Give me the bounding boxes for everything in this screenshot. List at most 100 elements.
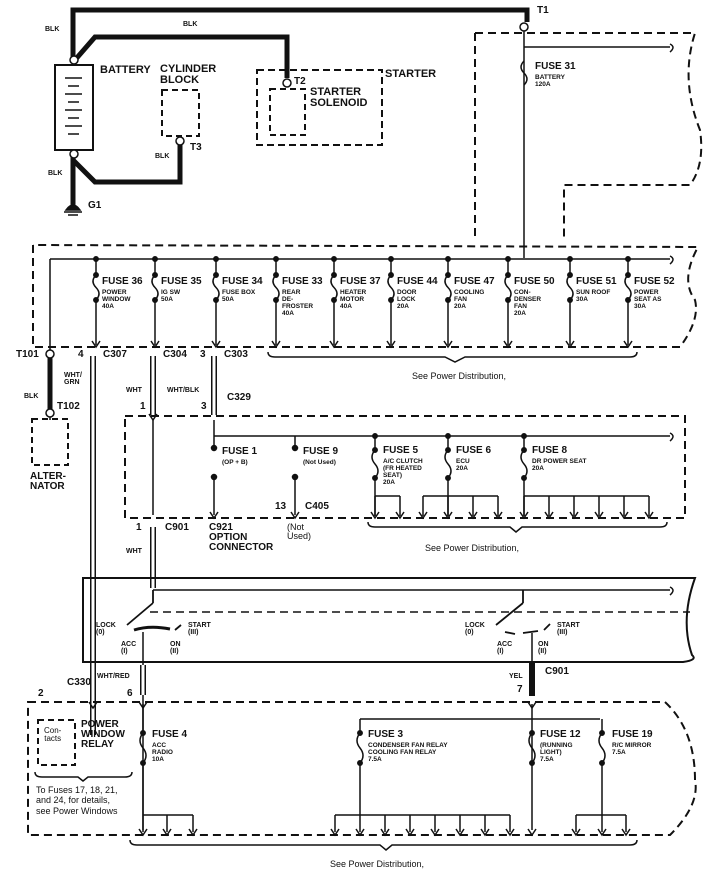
terminal-arrow (380, 828, 390, 837)
switch-left-on: ON (II) (170, 641, 181, 656)
c329-pin-1: 1 (140, 401, 146, 412)
fuse-symbol (151, 274, 159, 301)
switch-right-lock: LOCK (0) (465, 622, 485, 637)
fuse-fuse-4: FUSE 4 ACC RADIO 10A (152, 729, 188, 764)
connector-c901-bottom: C901 (545, 666, 569, 677)
fuse-fuse-1: FUSE 1 (OP + B) (222, 446, 258, 467)
ignition-switch-outline (82, 577, 697, 663)
fuse-name: FUSE 9 (303, 446, 339, 457)
ground-symbol (64, 204, 82, 216)
terminal-arrow (395, 511, 405, 520)
fuse-symbol (371, 449, 379, 479)
terminal-arrow (148, 413, 158, 422)
brace-box2 (129, 839, 638, 851)
not-used-label: (Not Used) (287, 522, 312, 541)
fuse-desc: (RUNNING LIGHT) 7.5A (540, 742, 573, 764)
wire-color-blk-alt: BLK (24, 393, 39, 400)
terminal-arrow (644, 511, 654, 520)
fuse-name: FUSE 3 (368, 729, 404, 740)
terminal-arrow (188, 828, 198, 837)
c303-pin: 3 (200, 349, 206, 360)
fuse-name: FUSE 44 (397, 276, 438, 287)
terminal-arrow (209, 511, 219, 520)
fuse-desc: ACC RADIO 10A (152, 742, 173, 764)
fuse-name: FUSE 50 (514, 276, 555, 287)
terminal-arrow (211, 340, 221, 349)
fuse-name: FUSE 37 (340, 276, 381, 287)
fuse-name: FUSE 5 (383, 445, 419, 456)
starter-solenoid-label: STARTER SOLENOID (310, 86, 368, 109)
terminal-arrow (443, 340, 453, 349)
alternator-box (31, 418, 69, 466)
terminal-arrow (544, 511, 554, 520)
fuse-symbol (520, 449, 528, 479)
terminal-arrow (290, 511, 300, 520)
terminal-arrow (138, 701, 148, 710)
cable-battery-t1 (70, 7, 530, 62)
fuse-31: FUSE 31 BATTERY 120A (535, 61, 576, 89)
fuse-desc: HEATER MOTOR 40A (340, 289, 367, 311)
brace-box1 (367, 521, 668, 533)
starter-label: STARTER (385, 68, 437, 80)
terminal-arrow (329, 340, 339, 349)
terminal-arrow (503, 340, 513, 349)
fuse-symbol (212, 274, 220, 301)
c901-pin-1: 1 (136, 522, 142, 533)
fuse-name: FUSE 1 (222, 446, 258, 457)
terminal-arrow (571, 828, 581, 837)
fuse-desc: (OP + B) (222, 459, 248, 466)
terminal-arrow (621, 828, 631, 837)
fuse-symbol (92, 274, 100, 301)
fuse-name: FUSE 4 (152, 729, 188, 740)
fuse-symbol (504, 274, 512, 301)
fuse-desc: (Not Used) (303, 459, 336, 466)
fuse-name: FUSE 12 (540, 729, 581, 740)
wire-color-blk-2: BLK (183, 21, 198, 28)
fuse-fuse-37: FUSE 37 HEATER MOTOR 40A (340, 276, 381, 311)
terminal-t2: T2 (294, 76, 306, 87)
fuse-symbol (528, 732, 536, 764)
pin-6: 6 (127, 688, 133, 699)
terminal-arrow (330, 828, 340, 837)
switch-right-on: ON (II) (538, 641, 549, 656)
terminal-arrow (565, 340, 575, 349)
wire-color-blk-1: BLK (45, 26, 60, 33)
c329-pin-3: 3 (201, 401, 207, 412)
terminal-arrow (519, 511, 529, 520)
terminal-arrow (138, 828, 148, 837)
terminal-t3: T3 (190, 142, 202, 153)
terminal-arrow (370, 511, 380, 520)
wire-color-wht-2: WHT (126, 548, 142, 555)
terminal-arrow (91, 340, 101, 349)
terminal-arrow (480, 828, 490, 837)
see-power-distribution-3: See Power Distribution, (330, 859, 425, 869)
wire-color-wht-blk: WHT/BLK (167, 387, 200, 394)
terminal-arrow (405, 828, 415, 837)
switch-right-start: START (III) (557, 622, 580, 637)
underhood-box-outline (475, 32, 703, 240)
terminal-arrow (597, 828, 607, 837)
terminal-arrow (569, 511, 579, 520)
connector-c329: C329 (227, 392, 251, 403)
terminal-t102: T102 (57, 401, 80, 412)
fuse-name: FUSE 51 (576, 276, 617, 287)
terminal-arrow (468, 511, 478, 520)
connector-c921: C921 OPTION CONNECTOR (209, 522, 274, 553)
cylinder-block-label: CYLINDER BLOCK (160, 63, 217, 86)
c405-pin: 13 (275, 501, 287, 512)
terminal-arrow (162, 828, 172, 837)
fuse-symbol (566, 274, 574, 301)
connector-c303: C303 (224, 349, 248, 360)
fuse-symbol (624, 274, 632, 301)
c330-pin-2: 2 (38, 688, 44, 699)
fuse-symbol (272, 274, 280, 301)
